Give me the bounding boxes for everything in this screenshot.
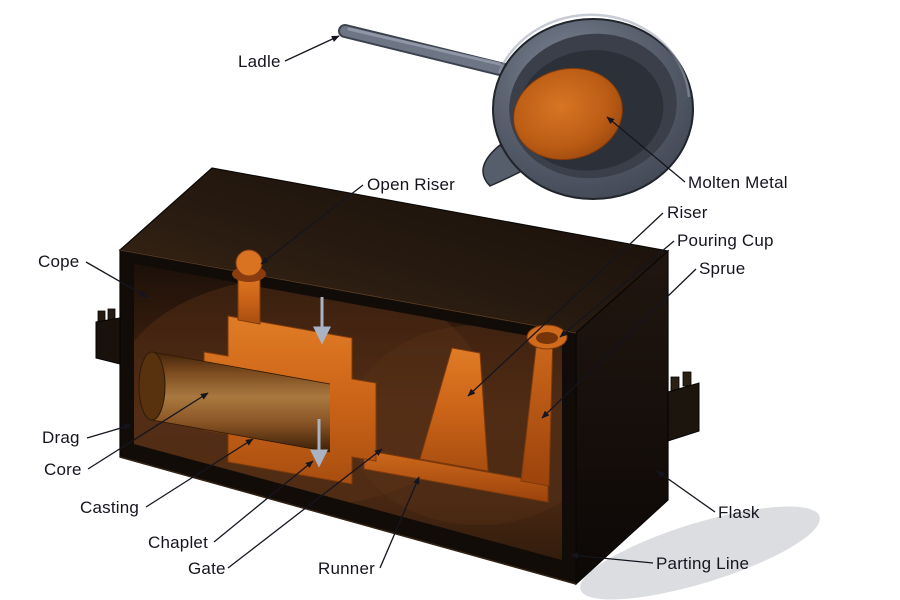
label-gate: Gate [188, 559, 226, 578]
core-top-edge [151, 351, 331, 385]
label-runner: Runner [318, 559, 375, 578]
leader-line-pouring-cup [559, 240, 675, 338]
leader-line-parting-line [570, 552, 654, 564]
label-drag: Drag [42, 428, 80, 447]
top-front-edge [119, 249, 577, 334]
mold-cavity [138, 249, 568, 503]
leader-line-gate [227, 448, 383, 569]
label-chaplet: Chaplet [148, 533, 208, 552]
core-bottom-edge [151, 419, 331, 453]
pouring-cup-hole [536, 332, 558, 344]
label-molten-metal: Molten Metal [688, 173, 788, 192]
ladle-rim-highlight [497, 13, 691, 98]
leader-line-ladle [284, 35, 340, 62]
core-end-cap [138, 351, 166, 421]
flask-left-tab [95, 308, 121, 365]
ladle-handle-body [340, 26, 513, 76]
ladle [338, 13, 694, 200]
core-cylinder [152, 352, 330, 452]
leader-line-drag [86, 423, 132, 439]
bottom-front-edge [119, 456, 577, 585]
leader-line-casting [145, 438, 254, 508]
label-open-riser: Open Riser [367, 175, 455, 194]
label-sprue: Sprue [699, 259, 746, 278]
label-riser: Riser [667, 203, 708, 222]
leader-line-open-riser [260, 184, 364, 265]
ladle-spout [482, 143, 526, 187]
flask-right-tab [667, 371, 700, 442]
leader-line-flask [656, 470, 716, 513]
riser-shape [419, 347, 489, 472]
open-riser-cap [235, 249, 263, 277]
label-flask: Flask [718, 503, 760, 522]
ladle-handle-highlight [347, 27, 502, 66]
floor-shadow [580, 506, 820, 600]
leader-line-runner [379, 476, 420, 569]
leader-lines [85, 35, 716, 569]
leader-line-core [87, 392, 209, 470]
leader-line-sprue [541, 268, 697, 419]
leader-line-molten-metal [606, 116, 686, 183]
label-pouring-cup: Pouring Cup [677, 231, 774, 250]
leader-line-riser [467, 212, 664, 397]
label-ladle: Ladle [238, 52, 281, 71]
label-cope: Cope [38, 252, 80, 271]
label-casting: Casting [80, 498, 140, 517]
molten-metal-surface [513, 67, 623, 161]
leader-line-chaplet [213, 460, 314, 543]
leader-line-cope [85, 261, 148, 298]
label-core: Core [44, 460, 82, 479]
label-parting-line: Parting Line [656, 554, 750, 573]
